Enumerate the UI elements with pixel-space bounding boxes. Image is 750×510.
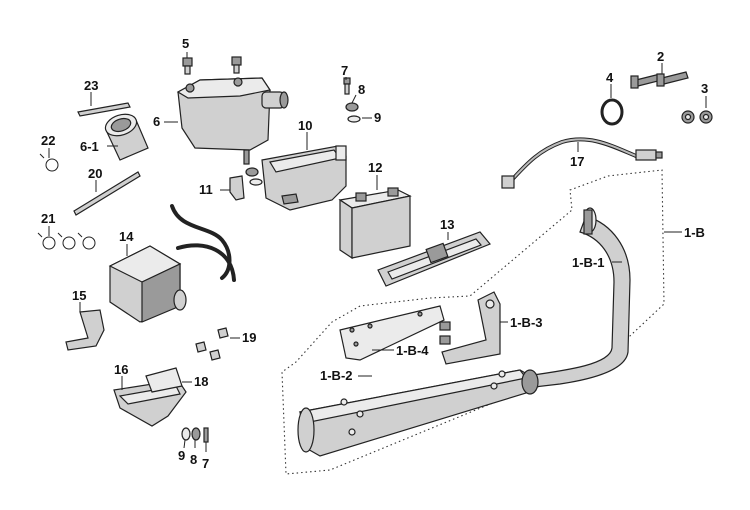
callout-3: 3	[701, 81, 708, 96]
callout-6-1: 6-1	[80, 139, 99, 154]
callout-23: 23	[84, 78, 98, 93]
leader-lines	[48, 52, 707, 452]
fasteners-7-8-9-bottom	[181, 427, 209, 443]
callout-20: 20	[88, 166, 102, 181]
battery-strap-13	[377, 231, 491, 287]
plate-18	[145, 367, 183, 393]
callout-21: 21	[41, 211, 55, 226]
callout-5: 5	[182, 36, 189, 51]
assembly-outline-1-B	[281, 169, 665, 475]
callout-1-B-3: 1-B-3	[510, 315, 543, 330]
muffler-1-B-2	[297, 369, 539, 457]
callout-9-top: 9	[374, 110, 381, 125]
callout-7-bottom: 7	[202, 456, 209, 471]
callout-9-bottom: 9	[178, 448, 185, 463]
callout-8-bottom: 8	[190, 452, 197, 467]
fasteners-7-8-9-top	[243, 77, 361, 186]
callout-15: 15	[72, 288, 86, 303]
intake-hose-6-1	[104, 113, 149, 161]
clamp-22	[39, 153, 59, 172]
callout-11: 11	[199, 182, 213, 197]
callout-1-B: 1-B	[684, 225, 705, 240]
callout-1-B-1: 1-B-1	[572, 255, 605, 270]
nuts-19	[195, 327, 229, 361]
gasket-4	[600, 98, 624, 126]
callout-22: 22	[41, 133, 55, 148]
callout-8-top: 8	[358, 82, 365, 97]
callout-16: 16	[114, 362, 128, 377]
callout-labels: 5 23 6 6-1 22 20 21 7 8 9 10 11 12 2 3 4…	[41, 36, 708, 471]
callout-17: 17	[570, 154, 584, 169]
battery-12	[338, 187, 412, 260]
callout-2: 2	[657, 49, 664, 64]
bracket-1-B-3	[439, 291, 501, 365]
callout-12: 12	[368, 160, 382, 175]
clamps-21	[37, 232, 96, 250]
air-box-6	[176, 77, 289, 151]
sensor-17	[501, 137, 663, 189]
bolt-5	[182, 56, 242, 75]
bracket-11	[229, 175, 245, 201]
callout-19: 19	[242, 330, 256, 345]
callout-10: 10	[298, 118, 312, 133]
callout-13: 13	[440, 217, 454, 232]
ignition-unit-14	[108, 204, 236, 323]
callout-7-top: 7	[341, 63, 348, 78]
heat-shield-1-B-4	[339, 305, 445, 361]
strip-23	[77, 102, 131, 117]
callout-4: 4	[606, 70, 614, 85]
header-pipe-1-B-1	[525, 207, 631, 389]
battery-box-10	[261, 145, 347, 211]
bolts-2	[630, 71, 689, 89]
callout-1-B-4: 1-B-4	[396, 343, 429, 358]
callout-14: 14	[119, 229, 134, 244]
bracket-15	[65, 309, 105, 351]
tube-20	[73, 171, 141, 216]
callout-6: 6	[153, 114, 160, 129]
callout-1-B-2: 1-B-2	[320, 368, 353, 383]
callout-18: 18	[194, 374, 208, 389]
nuts-3	[681, 110, 713, 124]
